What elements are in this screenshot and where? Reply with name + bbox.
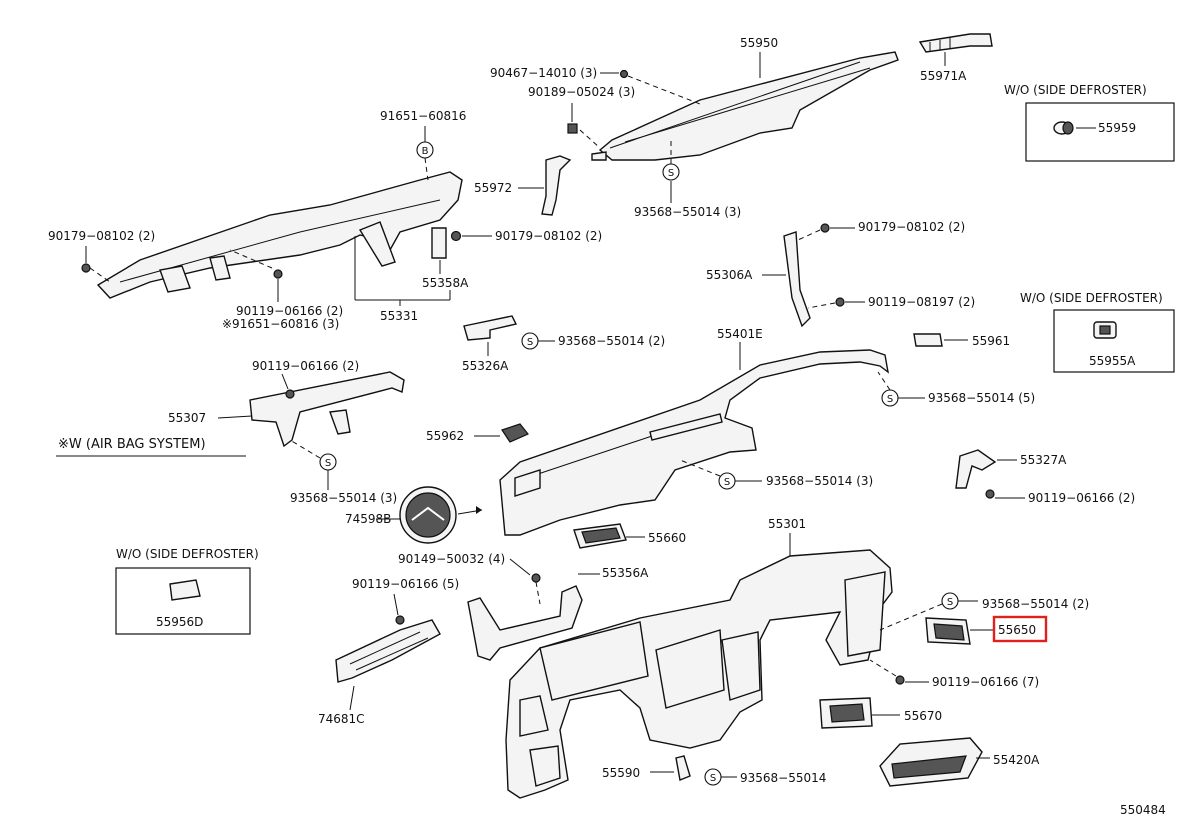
label-90149: 90149−50032 (4) (398, 552, 505, 566)
label-55301: 55301 (768, 517, 806, 531)
register-55420A[interactable] (879, 737, 983, 787)
defroster-nozzle-55950[interactable] (591, 51, 899, 161)
note-airbag: ※W (AIR BAG SYSTEM) (58, 437, 206, 452)
label-55326A: 55326A (462, 359, 509, 373)
label-93568-last: 93568−55014 (740, 771, 826, 785)
upper-panel-55401E[interactable] (499, 349, 889, 536)
clip-90189[interactable] (567, 123, 578, 134)
label-90179-c: 90179−08102 (2) (858, 220, 965, 234)
bolt-90119-7[interactable] (895, 675, 905, 685)
bolt-90119-08197[interactable] (835, 297, 845, 307)
svg-text:S: S (527, 337, 533, 348)
label-55955A: 55955A (1089, 354, 1136, 368)
cover-55962[interactable] (501, 423, 529, 443)
label-55961: 55961 (972, 334, 1010, 348)
svg-text:B: B (422, 146, 429, 157)
cap-55955A[interactable] (1093, 321, 1117, 339)
label-55971A: 55971A (920, 69, 967, 83)
label-90467: 90467−14010 (3) (490, 66, 597, 80)
label-90119-2b: 90119−06166 (2) (252, 359, 359, 373)
note-wo-defroster-2: W/O (SIDE DEFROSTER) (1020, 291, 1163, 305)
bolt-90119-5[interactable] (395, 615, 405, 625)
svg-text:S: S (668, 168, 674, 179)
bolt-90119-a[interactable] (273, 269, 283, 279)
label-91651-3: ※91651−60816 (3) (222, 317, 339, 331)
label-74598B: 74598B (345, 512, 391, 526)
label-90119-08197: 90119−08197 (2) (868, 295, 975, 309)
emblem-74598B[interactable] (399, 486, 457, 544)
label-93568-3a: 93568−55014 (3) (634, 205, 741, 219)
box-55955A (1053, 309, 1175, 373)
nut-90179-b[interactable] (450, 230, 462, 242)
svg-text:S: S (710, 773, 716, 784)
label-55950: 55950 (740, 36, 778, 50)
screw-90467[interactable] (619, 69, 629, 79)
label-93568-3b: 93568−55014 (3) (766, 474, 873, 488)
bolt-90119-c[interactable] (985, 489, 995, 499)
bracket-55327A[interactable] (955, 449, 997, 489)
box-55956D (115, 567, 251, 635)
label-93568-2b: 93568−55014 (2) (982, 597, 1089, 611)
label-55956D: 55956D (156, 615, 203, 629)
bracket-55326A[interactable] (463, 315, 518, 341)
cap-55959[interactable] (1053, 121, 1074, 135)
label-74681C: 74681C (318, 712, 365, 726)
note-wo-defroster-1: W/O (SIDE DEFROSTER) (1004, 83, 1147, 97)
cover-55961[interactable] (913, 333, 943, 347)
label-91651: 91651−60816 (380, 109, 466, 123)
label-55307: 55307 (168, 411, 206, 425)
label-55650[interactable]: 55650 (998, 623, 1036, 637)
register-55650[interactable] (925, 617, 971, 645)
note-wo-defroster-3: W/O (SIDE DEFROSTER) (116, 547, 259, 561)
label-55356A: 55356A (602, 566, 649, 580)
highlight-box-55650 (992, 615, 1048, 643)
instrument-panel-55301[interactable] (505, 549, 893, 799)
clip-55590[interactable] (675, 755, 691, 781)
cover-55956D[interactable] (169, 579, 201, 601)
hose-55972[interactable] (541, 155, 572, 216)
label-55420A: 55420A (993, 753, 1040, 767)
label-55590: 55590 (602, 766, 640, 780)
label-55962: 55962 (426, 429, 464, 443)
bracket-55307[interactable] (249, 371, 405, 448)
nut-90179-c[interactable] (820, 223, 830, 233)
bracket-55306A[interactable] (783, 231, 811, 328)
label-55327A: 55327A (1020, 453, 1067, 467)
label-90119-5: 90119−06166 (5) (352, 577, 459, 591)
label-55331: 55331 (380, 309, 418, 323)
label-55401E: 55401E (717, 327, 763, 341)
svg-text:S: S (724, 477, 730, 488)
nut-90179-a[interactable] (81, 263, 91, 273)
label-90119-2: 90119−06166 (2) (236, 304, 343, 318)
label-55660: 55660 (648, 531, 686, 545)
box-55959 (1025, 102, 1175, 162)
bolt-90119-b[interactable] (285, 389, 295, 399)
screw-90149[interactable] (531, 573, 541, 583)
label-55358A: 55358A (422, 276, 469, 290)
label-93568-2a: 93568−55014 (2) (558, 334, 665, 348)
svg-text:S: S (947, 597, 953, 608)
label-90189: 90189−05024 (3) (528, 85, 635, 99)
label-90119-7: 90119−06166 (7) (932, 675, 1039, 689)
figure-number: 550484 (1120, 803, 1166, 817)
bracket-55356A[interactable] (467, 585, 583, 661)
label-55670: 55670 (904, 709, 942, 723)
label-93568-3c: 93568−55014 (3) (290, 491, 397, 505)
label-90179-b: 90179−08102 (2) (495, 229, 602, 243)
label-55306A: 55306A (706, 268, 753, 282)
label-90179-a: 90179−08102 (2) (48, 229, 155, 243)
label-93568-5: 93568−55014 (5) (928, 391, 1035, 405)
duct-55971A[interactable] (918, 33, 993, 53)
register-55660[interactable] (573, 523, 627, 549)
label-90119-2c: 90119−06166 (2) (1028, 491, 1135, 505)
label-55972: 55972 (474, 181, 512, 195)
instrument-panel-reinforcement-55331[interactable] (96, 171, 463, 299)
label-55959: 55959 (1098, 121, 1136, 135)
svg-text:S: S (887, 394, 893, 405)
register-55670[interactable] (819, 697, 873, 729)
svg-text:S: S (325, 458, 331, 469)
bracket-74681C[interactable] (335, 619, 441, 683)
